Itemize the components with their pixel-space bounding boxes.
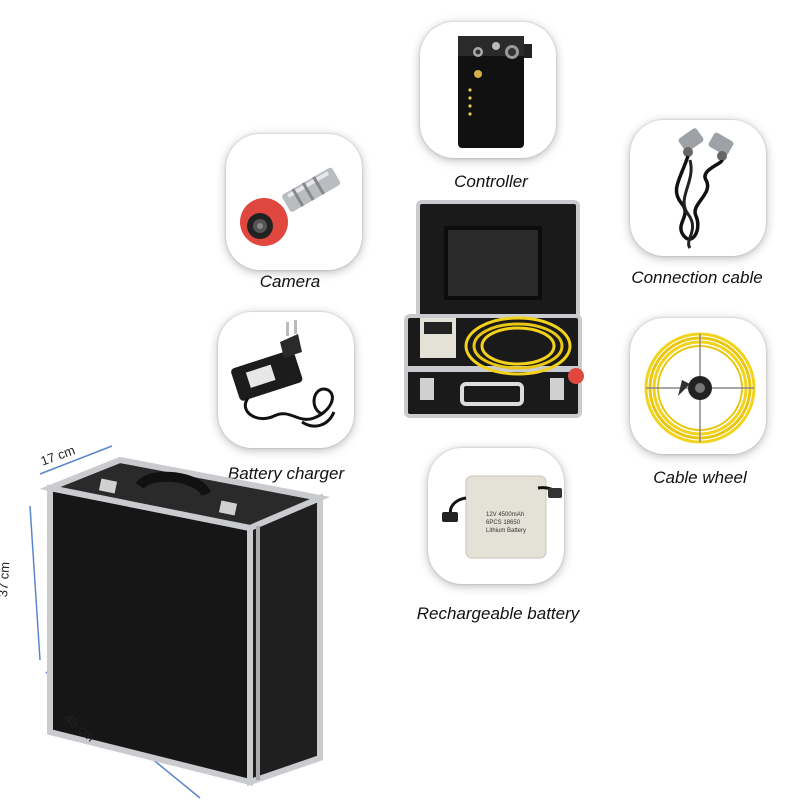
- cable-wheel-image: [644, 332, 756, 444]
- cable-wheel-label: Cable wheel: [653, 468, 747, 487]
- battery-line-3: Lithium Battery: [486, 528, 526, 534]
- cable-wheel-card: [630, 318, 766, 454]
- rechargeable-battery-card: 12V 4500mAh 6PCS 18650 Lithium Battery: [428, 448, 564, 584]
- camera-label: Camera: [259, 272, 321, 291]
- carrying-case-illustration: [29, 445, 331, 799]
- inspection-kit-image: [400, 198, 586, 430]
- battery-line-2: 6PCS 18650: [486, 520, 521, 526]
- battery-charger-label: Battery charger: [227, 464, 345, 483]
- connection-cable-image: [674, 128, 734, 249]
- camera-image: [240, 167, 341, 246]
- battery-line-1: 12V 4500mAh: [486, 512, 524, 518]
- carrying-case-image: 17 cm 37 cm 45 cm: [0, 440, 340, 800]
- controller-image: [458, 36, 532, 148]
- controller-card: [420, 22, 556, 158]
- rechargeable-battery-label: Rechargeable battery: [416, 604, 580, 623]
- camera-card: [226, 134, 362, 270]
- rechargeable-battery-image: 12V 4500mAh 6PCS 18650 Lithium Battery: [442, 475, 562, 559]
- connection-cable-card: [630, 120, 766, 256]
- open-case-illustration: [404, 200, 584, 418]
- battery-charger-image: [231, 320, 336, 428]
- battery-charger-card: [218, 312, 354, 448]
- connection-cable-label: Connection cable: [631, 268, 763, 287]
- height-dimension-line: [29, 505, 41, 661]
- width-dimension-line: [39, 445, 113, 475]
- controller-label: Controller: [454, 172, 528, 191]
